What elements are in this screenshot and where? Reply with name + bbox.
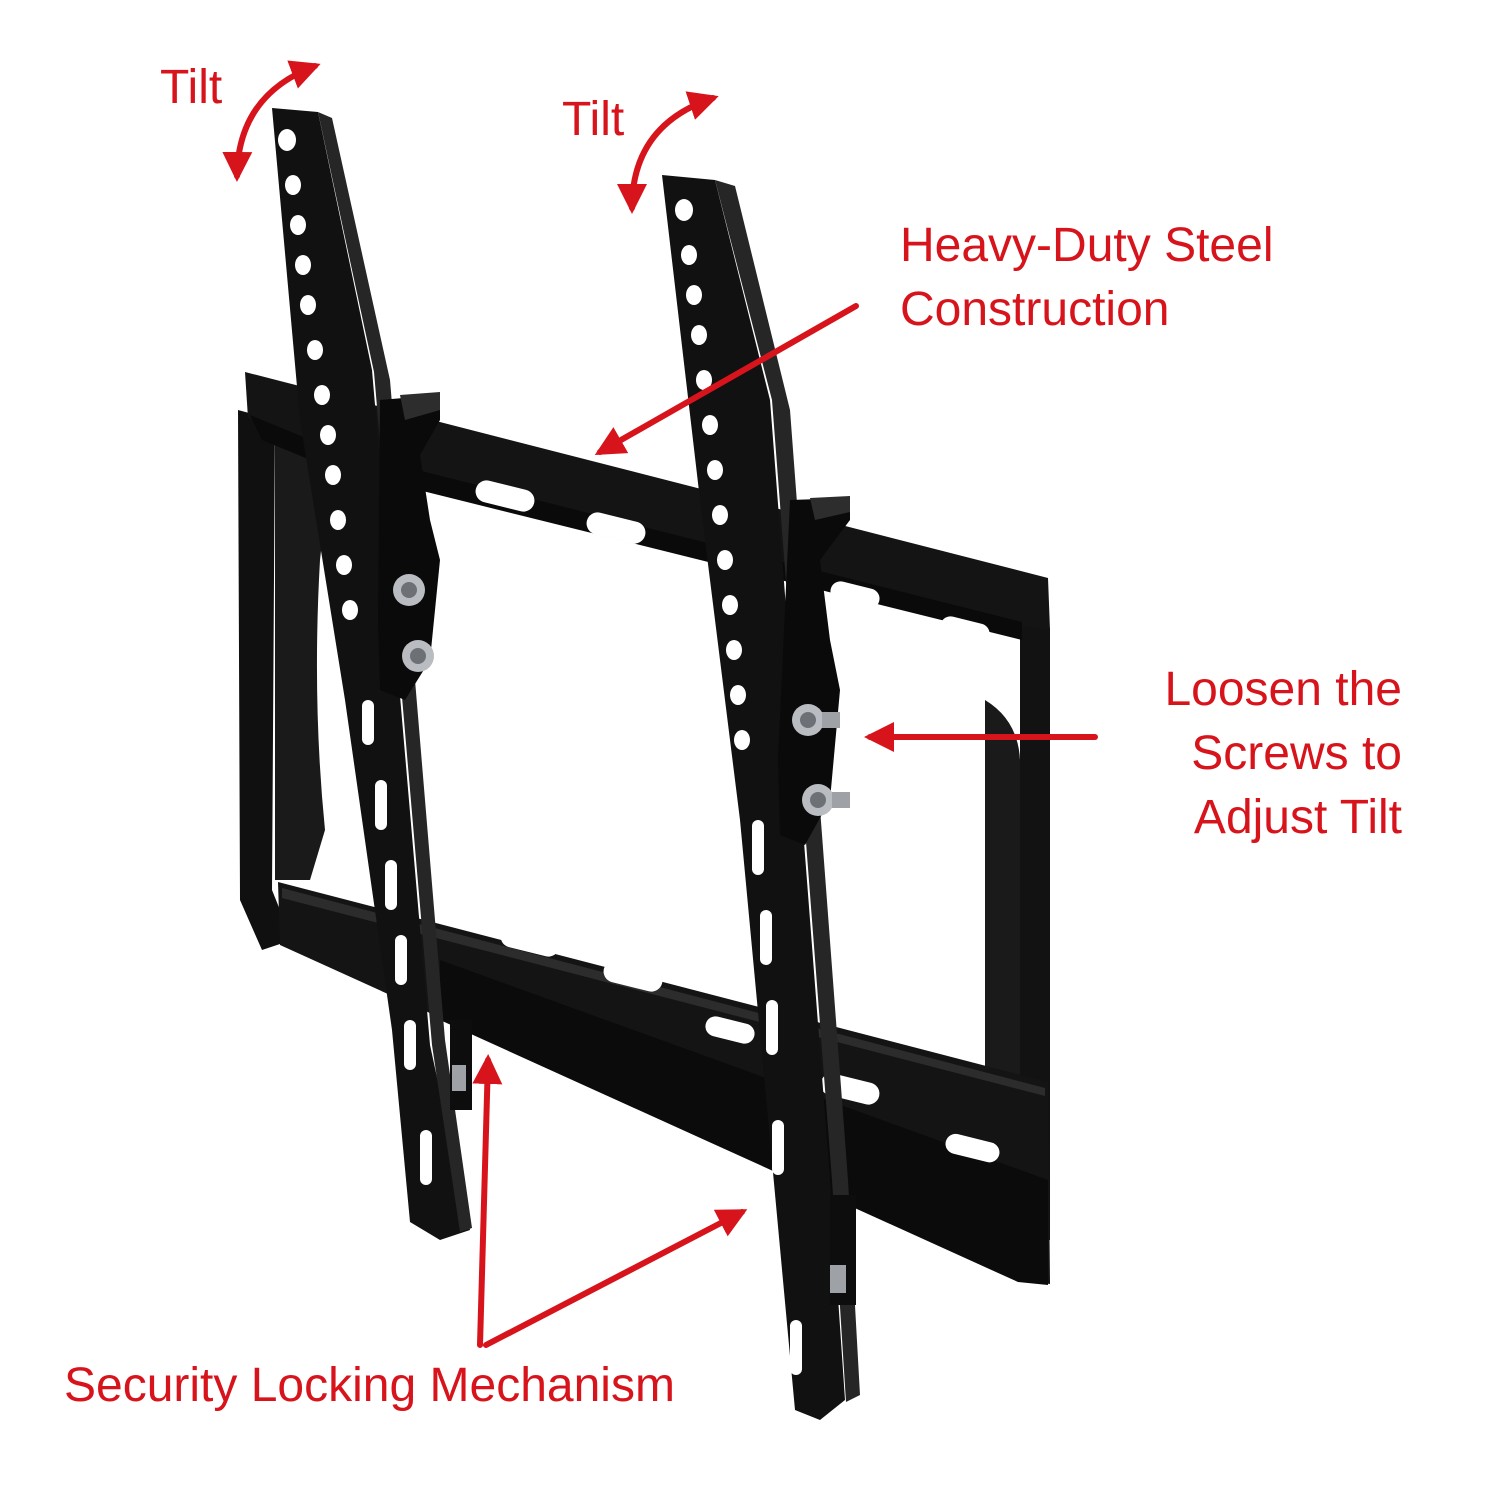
- tilt-label-left: Tilt: [160, 56, 222, 120]
- wall-plate: [238, 372, 1050, 1285]
- steel-label-line-2: Construction: [900, 283, 1170, 336]
- left-tilt-arm: [272, 108, 472, 1240]
- security-label-text: Security Locking Mechanism: [64, 1359, 675, 1412]
- steel-pointer-arrow: [594, 303, 859, 455]
- security-locking-label: Security Locking Mechanism: [64, 1354, 675, 1418]
- loosen-label-line-2: Screws to: [1191, 727, 1402, 780]
- steel-label-line-1: Heavy-Duty Steel: [900, 219, 1274, 272]
- right-arm-holes: [675, 199, 802, 1375]
- bottom-rail-highlight: [282, 888, 1045, 1096]
- tilt-label-right: Tilt: [562, 88, 624, 152]
- wall-plate-left-cutout: [275, 430, 330, 880]
- right-locking-nut: [830, 1265, 846, 1293]
- tilt-label-left-text: Tilt: [160, 61, 223, 114]
- left-arm-hook: [378, 395, 440, 700]
- tilt-left-arrow: [222, 60, 321, 182]
- loosen-screws-label: Loosen the Screws to Adjust Tilt: [1110, 658, 1402, 850]
- left-locking-nut: [452, 1065, 466, 1091]
- loosen-label-line-1: Loosen the: [1164, 663, 1402, 716]
- left-arm-hook-edge: [400, 392, 440, 420]
- left-arm-screws: [393, 574, 434, 672]
- wall-plate-right-cutout: [985, 700, 1020, 1124]
- security-pointer-arrow-right: [483, 1209, 748, 1348]
- top-rail-slots: [475, 480, 990, 644]
- annotation-arrows: [222, 60, 1098, 1348]
- tilt-right-arrow: [617, 91, 719, 214]
- right-arm-plate: [662, 175, 845, 1420]
- right-arm-hook: [778, 498, 850, 845]
- right-arm-screws: [792, 704, 850, 816]
- tilt-label-right-text: Tilt: [562, 93, 625, 146]
- right-arm-hook-edge: [810, 496, 850, 520]
- security-pointer-arrow-left: [472, 1054, 503, 1348]
- right-tilt-arm: [662, 175, 860, 1420]
- bottom-rail-lower-lip: [440, 960, 1048, 1285]
- steel-construction-label: Heavy-Duty Steel Construction: [900, 214, 1273, 342]
- wall-plate-left-side: [238, 410, 292, 950]
- left-arm-edge: [318, 112, 472, 1232]
- top-rail: [245, 372, 1050, 630]
- loosen-label-line-3: Adjust Tilt: [1193, 791, 1402, 844]
